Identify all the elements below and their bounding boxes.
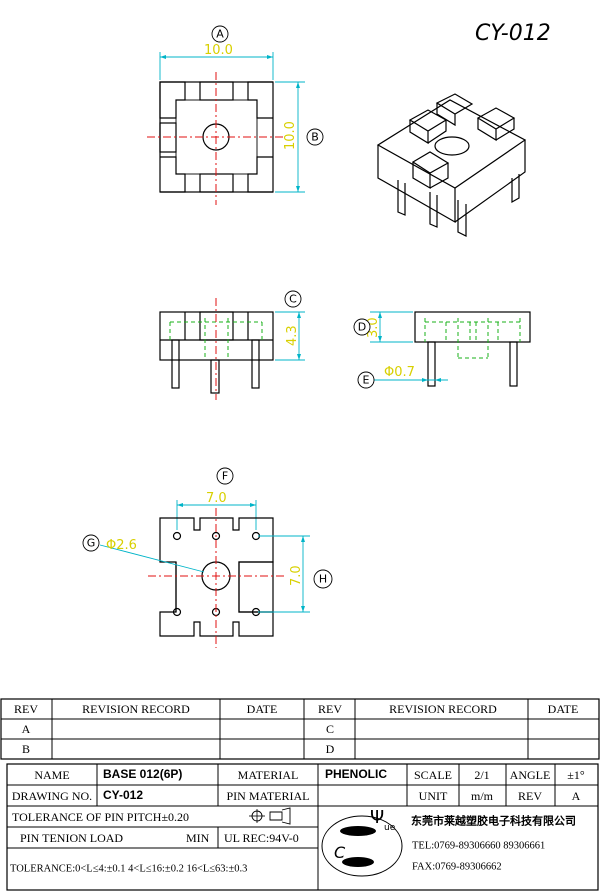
callout-f: F bbox=[222, 470, 228, 483]
svg-text:e: e bbox=[346, 857, 351, 866]
revision-table: REV REVISION RECORD DATE REV REVISION RE… bbox=[0, 698, 600, 760]
svg-text:Ψ: Ψ bbox=[370, 807, 384, 828]
angle-label: ANGLE bbox=[510, 768, 551, 782]
isometric-view bbox=[376, 93, 527, 237]
scale-label: SCALE bbox=[414, 768, 452, 782]
general-tolerance: TOLERANCE:0<L≤4:±0.1 4<L≤16:±0.2 16<L≤63… bbox=[10, 864, 247, 875]
side-view: 3.0 D Φ0.7 E bbox=[353, 311, 531, 389]
part-number-header: CY-012 bbox=[475, 21, 551, 46]
name-label: NAME bbox=[34, 768, 69, 782]
dim-height-top: 10.0 bbox=[283, 121, 298, 150]
callout-bubble-d bbox=[353, 318, 371, 336]
revision-record-header-2: REVISION RECORD bbox=[389, 702, 497, 716]
company-logo: Ψ ue C e bbox=[321, 807, 403, 877]
callout-bubble-g bbox=[82, 534, 100, 552]
bottom-view: F 7.0 Φ2.6 G 7.0 H bbox=[82, 467, 333, 648]
dim-pin-pitch-x: 7.0 bbox=[206, 491, 227, 506]
top-view: 10.0 A 10.0 B bbox=[147, 25, 324, 205]
callout-bubble-c bbox=[284, 290, 302, 308]
angle-value: ±1° bbox=[567, 768, 585, 782]
pin-material-label: PIN MATERIAL bbox=[227, 789, 310, 803]
dim-pin-pitch-y: 7.0 bbox=[289, 565, 304, 586]
callout-bubble-b bbox=[306, 128, 324, 146]
company-name: 东莞市莱越塑胶电子科技有限公司 bbox=[411, 814, 576, 828]
rev-label: REV bbox=[518, 789, 542, 803]
callout-bubble-f bbox=[216, 467, 234, 485]
callout-e: E bbox=[363, 374, 370, 387]
dim-body-height-front: 4.3 bbox=[285, 325, 300, 346]
unit-value: m/m bbox=[471, 789, 494, 803]
dim-width-top: 10.0 bbox=[204, 43, 233, 58]
front-view: 4.3 C bbox=[159, 290, 305, 400]
scale-value: 2/1 bbox=[474, 768, 489, 782]
callout-bubble-a bbox=[211, 25, 229, 43]
callout-bubble-e bbox=[357, 371, 375, 389]
projection-symbol bbox=[249, 807, 291, 825]
material-label: MATERIAL bbox=[238, 768, 299, 782]
pin-tension-value: MIN bbox=[186, 831, 210, 845]
dim-body-height-side: 3.0 bbox=[366, 317, 381, 338]
callout-c: C bbox=[289, 293, 297, 306]
name-value: BASE 012(6P) bbox=[103, 767, 182, 781]
callout-b: B bbox=[311, 131, 319, 144]
drawing-no-label: DRAWING NO. bbox=[12, 789, 92, 803]
pitch-tolerance: TOLERANCE OF PIN PITCH±0.20 bbox=[12, 810, 189, 824]
ul-rec: UL REC:94V-0 bbox=[224, 831, 299, 845]
unit-label: UNIT bbox=[419, 789, 448, 803]
date-header-1: DATE bbox=[247, 702, 278, 716]
rev-header-2: REV bbox=[318, 702, 342, 716]
rev-header-1: REV bbox=[14, 702, 38, 716]
callout-g: G bbox=[87, 537, 96, 550]
dim-pin-diameter: Φ0.7 bbox=[384, 365, 415, 380]
title-block: NAME BASE 012(6P) MATERIAL PHENOLIC SCAL… bbox=[6, 763, 599, 891]
company-fax: FAX:0769-89306662 bbox=[412, 862, 502, 873]
rev-row-a: A bbox=[22, 722, 31, 736]
rev-value: A bbox=[572, 789, 581, 803]
material-value: PHENOLIC bbox=[325, 767, 387, 781]
pin-tension-label: PIN TENION LOAD bbox=[20, 831, 123, 845]
company-tel: TEL:0769-89306660 89306661 bbox=[412, 841, 545, 852]
callout-d: D bbox=[358, 321, 366, 334]
callout-h: H bbox=[319, 573, 327, 586]
date-header-2: DATE bbox=[548, 702, 579, 716]
callout-a: A bbox=[216, 28, 224, 41]
rev-row-d: D bbox=[326, 742, 335, 756]
rev-row-c: C bbox=[326, 722, 334, 736]
drawing-no-value: CY-012 bbox=[103, 788, 143, 802]
dim-hole-diameter: Φ2.6 bbox=[106, 538, 137, 553]
callout-bubble-h bbox=[313, 569, 333, 589]
svg-text:ue: ue bbox=[384, 823, 396, 833]
rev-row-b: B bbox=[22, 742, 30, 756]
revision-record-header-1: REVISION RECORD bbox=[82, 702, 190, 716]
svg-text:C: C bbox=[334, 843, 346, 862]
